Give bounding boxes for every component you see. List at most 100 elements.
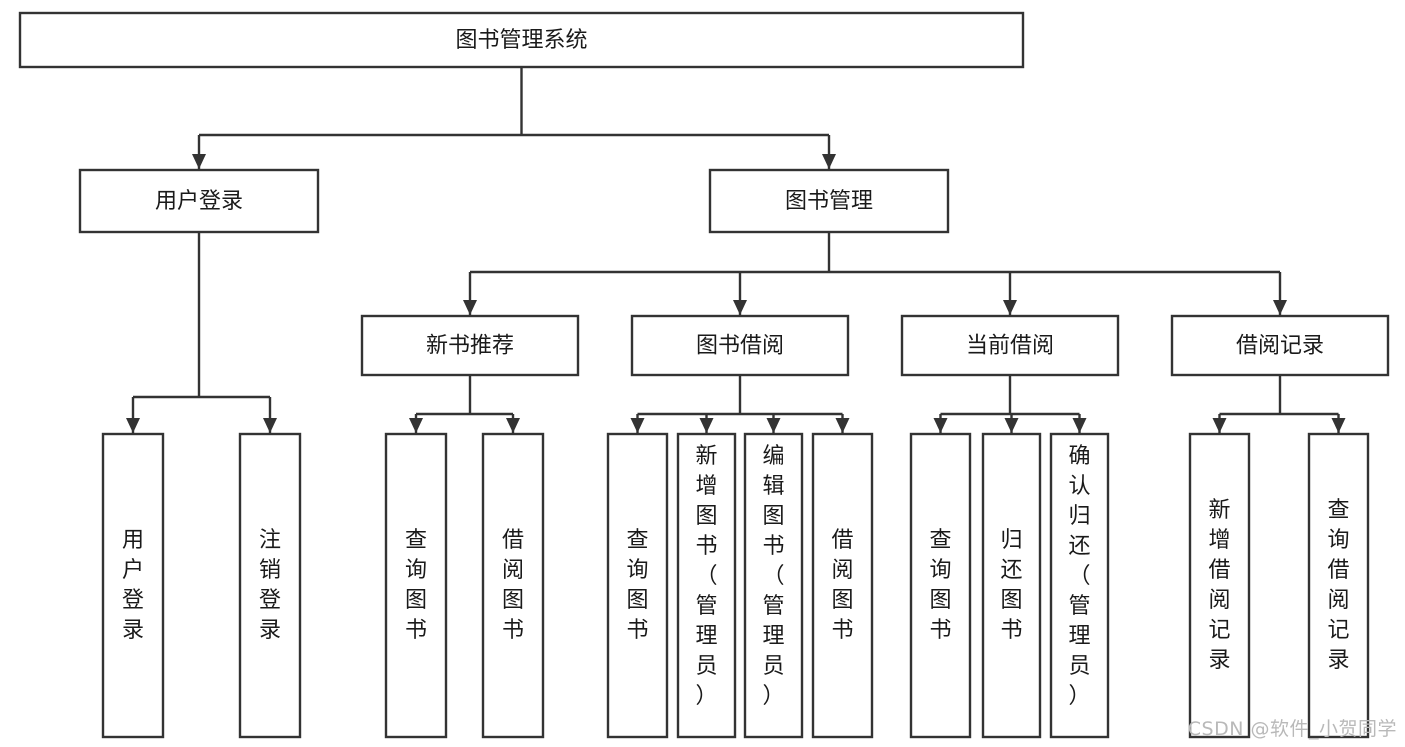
- label-char: 阅: [1327, 587, 1350, 613]
- label-char: 还: [1000, 557, 1023, 583]
- node-leaf-label-9: 归还图书: [983, 526, 1040, 646]
- label-char: 借: [1327, 557, 1350, 583]
- label-char: 登: [121, 587, 144, 613]
- edge-l3-1-to-leaf-1-arrow: [699, 418, 714, 433]
- edge-l2-to-l3-0-arrow: [463, 300, 477, 315]
- edge-l3-3-to-leaf-1-arrow: [1331, 418, 1346, 433]
- node-leaf-label-7: 借阅图书: [813, 526, 872, 646]
- label-char: 新: [1208, 497, 1231, 523]
- node-leaf-10[interactable]: [1049, 432, 1110, 739]
- edge-login-to-leaf-1-arrow: [263, 418, 277, 433]
- label-char: 记: [1327, 617, 1350, 643]
- label-char: （: [762, 564, 785, 589]
- label-char: 员: [695, 654, 718, 679]
- node-root[interactable]: [18, 11, 1025, 69]
- node-l2-label-1: 图书管理: [785, 189, 873, 214]
- label-char: 图: [1000, 587, 1023, 613]
- label-char: 书: [831, 617, 854, 643]
- label-char: 录: [121, 617, 144, 643]
- label-char: 注: [258, 527, 281, 553]
- node-l3-label-2: 当前借阅: [966, 334, 1054, 359]
- edge-l3-2-to-leaf-1-arrow: [1004, 418, 1019, 433]
- node-leaf-label-12: 查询借阅记录: [1309, 496, 1368, 676]
- label-char: （: [1068, 564, 1091, 589]
- node-l3-0[interactable]: [360, 314, 580, 377]
- edge-l3-2-to-leaf-0-arrow: [933, 418, 948, 433]
- label-char: 询: [626, 557, 649, 583]
- label-char: 录: [1327, 647, 1350, 673]
- label-char: 图: [831, 587, 854, 613]
- node-leaf-label-6: 编辑图书（管理员）: [745, 442, 802, 712]
- node-l2-label-0: 用户登录: [155, 189, 243, 214]
- node-l3-2[interactable]: [900, 314, 1120, 377]
- node-leaf-5[interactable]: [676, 432, 737, 739]
- label-char: 图: [626, 587, 649, 613]
- label-char: 借: [831, 527, 854, 553]
- label-char: 书: [626, 617, 649, 643]
- label-char: 图: [762, 504, 785, 529]
- label-char: 借: [501, 527, 524, 553]
- label-char: 理: [762, 624, 785, 649]
- label-char: 图: [404, 587, 427, 613]
- node-leaf-6[interactable]: [743, 432, 804, 739]
- node-l3-3[interactable]: [1170, 314, 1390, 377]
- label-char: 阅: [831, 557, 854, 583]
- label-char: 用: [121, 527, 144, 553]
- node-leaf-label-10: 确认归还（管理员）: [1051, 442, 1108, 712]
- label-char: 借: [1208, 557, 1231, 583]
- node-l2-0[interactable]: [78, 168, 320, 234]
- label-char: 管: [1068, 594, 1091, 619]
- node-leaf-4[interactable]: [606, 432, 669, 739]
- label-char: 书: [762, 534, 785, 559]
- label-char: 书: [501, 617, 524, 643]
- node-leaf-11[interactable]: [1188, 432, 1251, 739]
- node-leaf-9[interactable]: [981, 432, 1042, 739]
- label-char: 查: [626, 527, 649, 553]
- node-leaf-label-1: 注销登录: [240, 526, 300, 646]
- label-char: 书: [404, 617, 427, 643]
- label-char: 编: [762, 444, 785, 469]
- node-leaf-8[interactable]: [909, 432, 972, 739]
- edge-l3-0-to-leaf-1-arrow: [506, 418, 520, 433]
- label-char: 书: [929, 617, 952, 643]
- label-char: 还: [1068, 534, 1091, 559]
- edge-root-to-l2-0-arrow: [192, 154, 206, 169]
- node-leaf-1[interactable]: [238, 432, 302, 739]
- edge-l2-to-l3-1-arrow: [733, 300, 747, 315]
- label-char: 查: [929, 527, 952, 553]
- node-leaf-7[interactable]: [811, 432, 874, 739]
- node-leaf-3[interactable]: [481, 432, 545, 739]
- edge-l2-to-l3-3-arrow: [1273, 300, 1287, 315]
- edge-l2-to-l3-2-arrow: [1003, 300, 1017, 315]
- label-char: 书: [695, 534, 718, 559]
- node-leaf-12[interactable]: [1307, 432, 1370, 739]
- label-char: 阅: [501, 557, 524, 583]
- label-char: 销: [258, 557, 281, 583]
- node-l2-1[interactable]: [708, 168, 950, 234]
- label-char: 记: [1208, 617, 1231, 643]
- node-leaf-label-8: 查询图书: [911, 526, 970, 646]
- edge-group: [126, 67, 1346, 433]
- label-char: ）: [695, 684, 718, 709]
- edge-l3-3-to-leaf-0-arrow: [1212, 418, 1227, 433]
- label-char: 新: [695, 444, 718, 469]
- label-char: 理: [1068, 624, 1091, 649]
- node-l3-1[interactable]: [630, 314, 850, 377]
- node-leaf-label-3: 借阅图书: [483, 526, 543, 646]
- label-char: 管: [695, 594, 718, 619]
- edge-l3-1-to-leaf-3-arrow: [835, 418, 850, 433]
- node-leaf-label-0: 用户登录: [103, 526, 163, 646]
- label-char: 认: [1068, 474, 1091, 499]
- label-char: 阅: [1208, 587, 1231, 613]
- node-leaf-2[interactable]: [384, 432, 448, 739]
- edge-l3-1-to-leaf-2-arrow: [766, 418, 781, 433]
- node-leaf-label-11: 新增借阅记录: [1190, 496, 1249, 676]
- label-char: 查: [1327, 497, 1350, 523]
- node-l3-label-3: 借阅记录: [1236, 334, 1324, 359]
- label-char: 图: [501, 587, 524, 613]
- edge-l3-1-to-leaf-0-arrow: [630, 418, 645, 433]
- edge-login-to-leaf-0-arrow: [126, 418, 140, 433]
- edge-l3-2-to-leaf-2-arrow: [1072, 418, 1087, 433]
- node-leaf-0[interactable]: [101, 432, 165, 739]
- node-leaf-label-2: 查询图书: [386, 526, 446, 646]
